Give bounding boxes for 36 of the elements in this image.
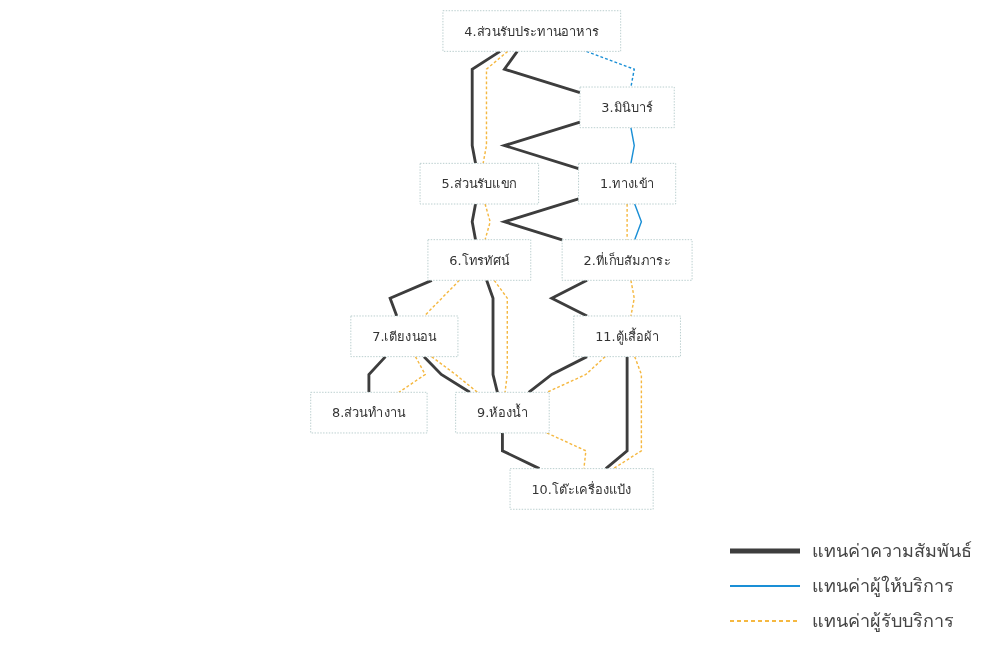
connector <box>499 120 580 170</box>
diagram: 4.ส่วนรับประทานอาหาร 3.มินิบาร์ 5.ส่วนรับแขก 1.ทางเข้า 6.โทรทัศน์ 2.ที่เก็บสัมภาระ 7.เตียงนอน 11.ตู้เสื้อผ้า 8.ส่วนทำงาน 9.ห้องน้ำ 10.โต๊ะเครื่องแป้ง <box>304 5 698 515</box>
connector <box>629 126 635 165</box>
connector <box>387 279 432 317</box>
node-box <box>573 315 681 357</box>
connector <box>482 50 508 165</box>
legend-text: แทนค่าความสัมพันธ์ <box>812 539 972 563</box>
connector <box>545 355 606 393</box>
connector <box>430 355 478 393</box>
connector <box>470 203 477 240</box>
node-box <box>561 239 693 281</box>
node-box <box>350 315 458 357</box>
node-box <box>454 391 550 434</box>
node-box <box>427 239 531 281</box>
node-box <box>309 391 428 434</box>
connector <box>633 203 642 241</box>
node-box <box>419 163 539 205</box>
connector <box>484 203 491 241</box>
node-box <box>577 163 676 205</box>
connector <box>500 432 540 470</box>
connector <box>527 355 588 394</box>
node-box <box>442 10 621 52</box>
connector <box>470 50 501 164</box>
legend-text: แทนค่าผู้รับบริการ <box>812 609 954 634</box>
node-box <box>579 86 675 129</box>
legend-text: แทนค่าผู้ให้บริการ <box>812 574 954 599</box>
connector <box>367 355 387 393</box>
connector <box>484 279 499 393</box>
connector <box>501 50 580 95</box>
connector <box>493 279 508 393</box>
node-box <box>509 468 654 510</box>
connector <box>423 279 460 317</box>
connector <box>499 197 579 242</box>
connector <box>612 355 642 470</box>
connector <box>422 355 471 394</box>
connector <box>604 356 629 470</box>
